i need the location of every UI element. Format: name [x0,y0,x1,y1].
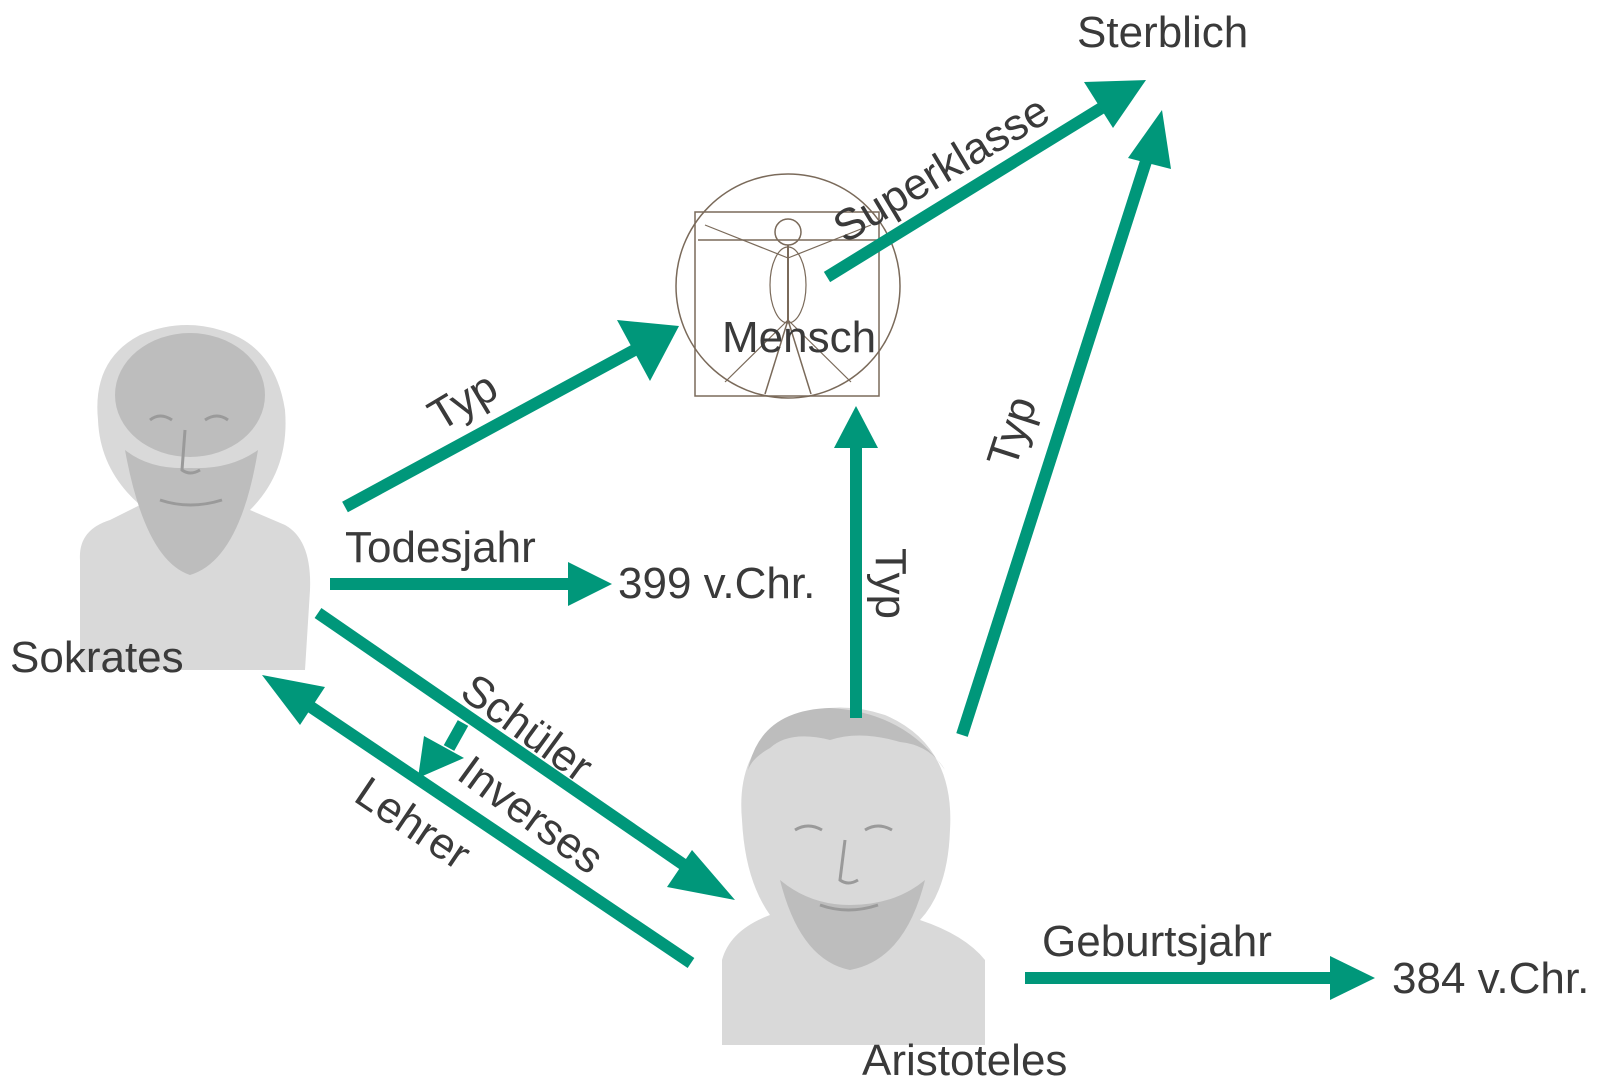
arrowhead-aristoteles-typ-mensch [834,406,878,448]
node-label-mensch: Mensch [722,313,876,362]
arrowhead-geburtsjahr [1330,956,1375,1000]
arrow-sokrates-typ [345,347,640,507]
edge-label-superklasse: Superklasse [825,86,1058,253]
edge-label-aristoteles-typ-mensch: Typ [866,548,915,619]
sokrates-bust-image [80,325,310,670]
aristoteles-bust-image [722,708,985,1046]
node-label-399: 399 v.Chr. [618,559,815,608]
node-label-384: 384 v.Chr. [1392,954,1589,1003]
node-label-sterblich: Sterblich [1077,8,1248,57]
arrowhead-superklasse [1084,80,1146,128]
edge-label-todesjahr: Todesjahr [345,523,536,572]
node-label-aristoteles: Aristoteles [862,1036,1067,1078]
node-label-sokrates: Sokrates [10,633,184,682]
edge-label-aristoteles-typ-sterblich: Typ [978,390,1047,473]
arrowhead-todesjahr [568,562,612,606]
arrowhead-aristoteles-typ-sterblich [1128,110,1171,169]
edge-label-geburtsjahr: Geburtsjahr [1042,917,1272,966]
arrowhead-lehrer [262,675,325,725]
arrow-inverses [449,723,463,748]
